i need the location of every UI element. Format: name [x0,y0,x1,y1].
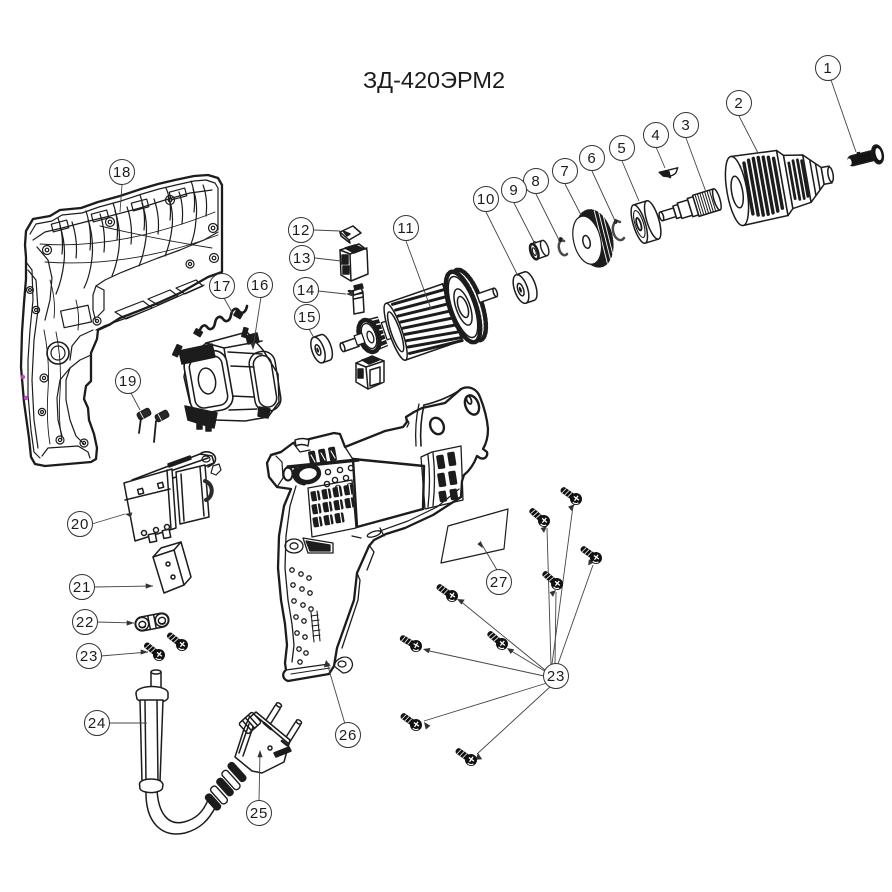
svg-text:13: 13 [293,250,311,267]
svg-text:24: 24 [88,715,106,732]
svg-text:19: 19 [119,373,137,390]
svg-text:26: 26 [339,727,357,744]
svg-text:7: 7 [560,163,569,180]
svg-text:23: 23 [80,648,98,665]
svg-text:20: 20 [71,516,89,533]
svg-text:10: 10 [477,191,495,208]
svg-text:4: 4 [651,127,660,144]
svg-text:23: 23 [547,668,565,685]
svg-text:1: 1 [823,60,832,77]
svg-text:15: 15 [298,309,316,326]
svg-text:ЗД-420ЭРМ2: ЗД-420ЭРМ2 [363,67,505,93]
svg-text:14: 14 [297,282,315,299]
svg-text:12: 12 [292,222,310,239]
svg-text:3: 3 [681,117,690,134]
svg-text:25: 25 [250,805,268,822]
svg-text:17: 17 [213,278,231,295]
svg-text:21: 21 [73,579,91,596]
svg-text:9: 9 [509,182,518,199]
svg-text:18: 18 [113,164,131,181]
svg-text:22: 22 [76,614,94,631]
svg-text:11: 11 [397,220,414,237]
svg-text:2: 2 [734,95,743,112]
svg-text:16: 16 [251,277,269,294]
svg-text:5: 5 [617,140,626,157]
svg-text:8: 8 [531,173,540,190]
svg-text:6: 6 [587,150,596,167]
svg-text:27: 27 [490,574,508,591]
